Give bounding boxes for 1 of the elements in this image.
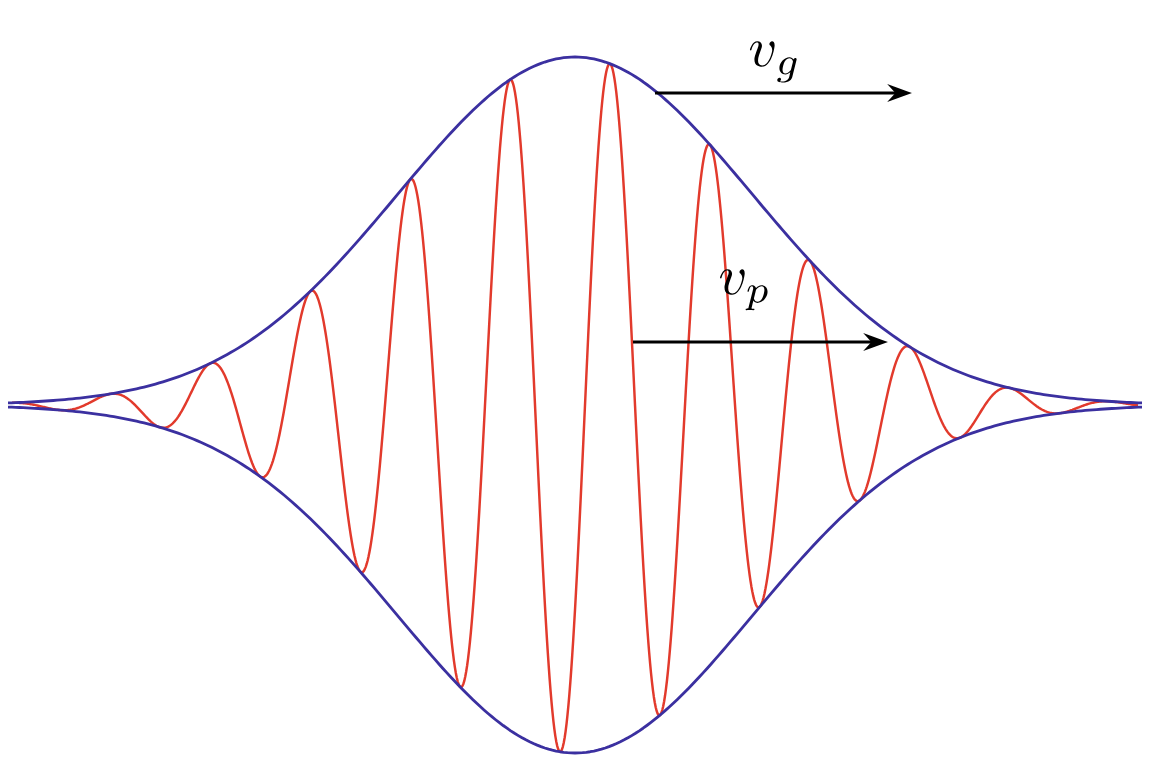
velocity-label: $v_g$: [749, 41, 797, 83]
